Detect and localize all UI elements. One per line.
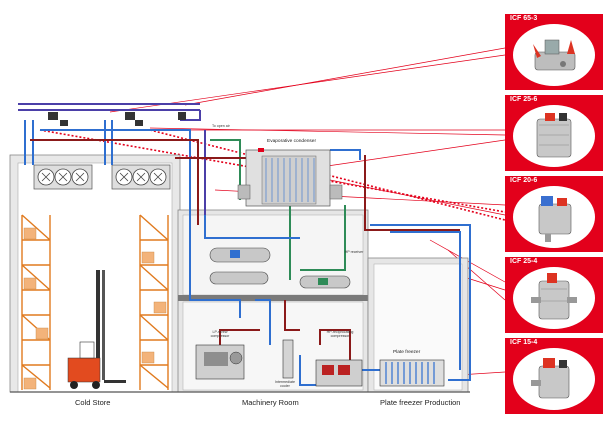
valve-icon [536,113,572,158]
top-valves [48,112,186,126]
valve-card-title: ICF 25-4 [510,258,538,265]
valve-card-icf-25-6: ICF 25-6 [505,95,603,171]
hp-reciprocating-compressor [315,359,363,387]
valve-card-icf-15-4: ICF 15-4 [505,338,603,414]
plate-freezer [379,359,445,387]
valve-card-icf-65-3: ICF 65-3 [505,14,603,90]
lp-screw-compressor [195,344,245,380]
plate-freezer-label: Plate freezer [393,350,421,355]
forklift [67,270,126,389]
valve-icon [531,273,577,320]
lp-screw-compressor-label: LP-screw compressor [210,330,230,339]
valve-icon [533,39,576,71]
valve-card-title: ICF 15-4 [510,339,538,346]
plate-freezer-production-label: Plate freezer Production [380,398,461,407]
evaporative-condenser [237,148,343,207]
storage-rack-right [139,214,169,390]
valve-card-title: ICF 25-6 [510,96,538,103]
valve-card-title: ICF 20-6 [510,177,538,184]
hp-reciprocating-compressor-label: HP-reciprocating compressor [326,330,354,339]
valve-card-title: ICF 65-3 [510,15,538,22]
evaporative-condenser-label: Evaporative condenser [267,139,317,144]
to-open-air-label: To open air [212,124,230,128]
valve-card-icf-20-6: ICF 20-6 [505,176,603,252]
rack-boxes [23,227,167,390]
separator-vessels [209,247,351,289]
storage-rack-left [21,214,51,390]
valve-icon [531,358,570,399]
valve-icon [538,196,572,242]
cold-store-label: Cold Store [75,398,111,407]
hp-receiver-label: HP receiver [344,250,364,254]
intermediate-cooler [282,339,294,379]
air-cooler-left [33,164,93,190]
main-pipes [18,103,471,386]
machinery-room-label: Machinery Room [242,398,299,407]
valve-card-icf-25-4: ICF 25-4 [505,257,603,333]
intermediate-cooler-label: Intermediate cooler [275,380,295,389]
air-cooler-right [111,164,171,190]
